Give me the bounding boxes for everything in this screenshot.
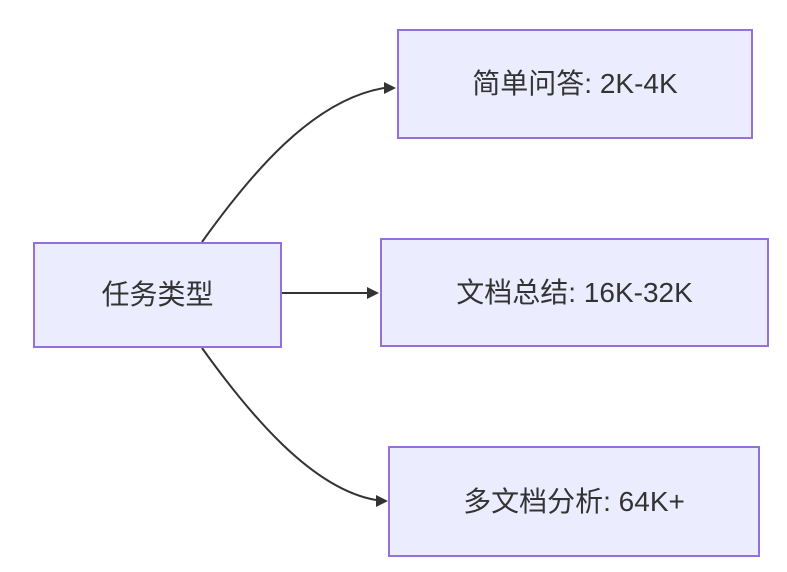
node-label: 简单问答: 2K-4K [472, 68, 678, 100]
node-simple-qa: 简单问答: 2K-4K [397, 29, 753, 139]
edge-task-type-to-multi-doc [201, 347, 388, 507]
node-label: 文档总结: 16K-32K [456, 276, 693, 308]
node-label: 多文档分析: 64K+ [463, 485, 685, 517]
arrowhead [367, 287, 379, 299]
node-task-type: 任务类型 [33, 242, 282, 348]
edge-line [201, 87, 385, 243]
node-multi-doc: 多文档分析: 64K+ [388, 446, 760, 557]
arrowhead [384, 82, 396, 94]
node-label: 任务类型 [101, 279, 214, 311]
arrowhead [376, 495, 388, 507]
edge-task-type-to-doc-summary [282, 287, 379, 299]
node-doc-summary: 文档总结: 16K-32K [380, 238, 769, 347]
edge-line [201, 347, 377, 501]
edge-task-type-to-simple-qa [201, 82, 396, 243]
